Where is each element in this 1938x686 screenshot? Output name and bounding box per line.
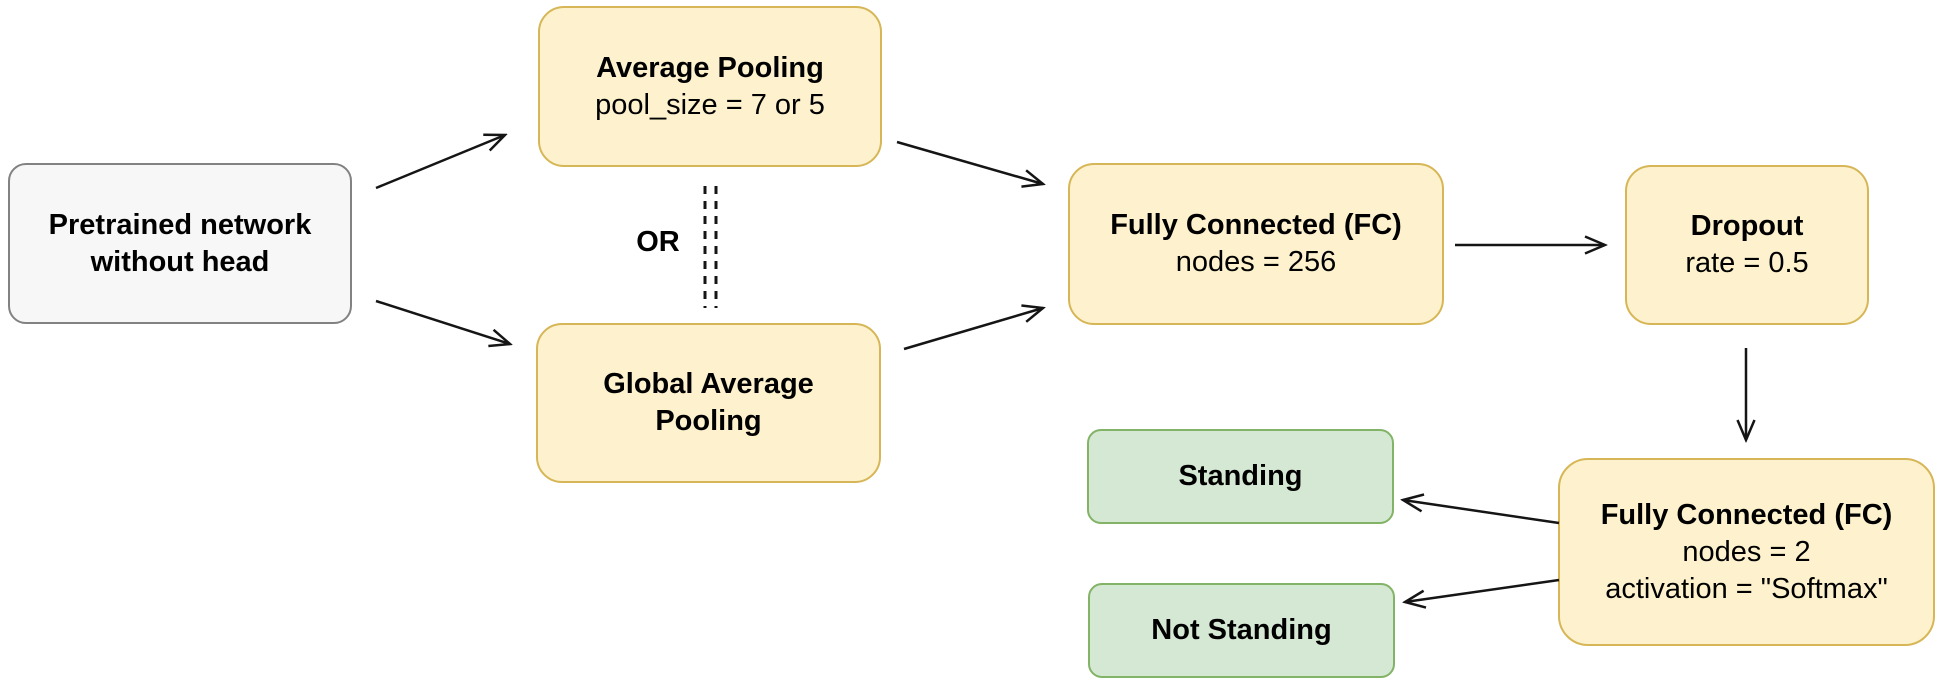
node-class-standing: Standing [1087,429,1394,524]
or-dashed-connector [703,186,718,308]
node-fully-connected-256-label: Fully Connected (FC) [1110,209,1402,241]
arrow-pretrained-to-global-average-pooling [375,299,510,344]
arrow-pretrained-to-average-pooling [375,135,505,190]
node-dropout: Dropout rate = 0.5 [1625,165,1869,325]
arrow-fc2-to-standing [1403,500,1560,525]
arrow-average-pooling-to-fc256 [896,140,1043,184]
node-dropout-label: Dropout [1690,210,1804,242]
node-fully-connected-256: Fully Connected (FC) nodes = 256 [1068,163,1444,325]
node-average-pooling-label: Average Pooling [596,51,824,84]
arrow-fc2-to-not-standing [1405,578,1560,602]
node-pretrained-network: Pretrained network without head [8,163,352,324]
node-fully-connected-2: Fully Connected (FC) nodes = 2 activatio… [1558,458,1935,646]
node-fully-connected-2-label: Fully Connected (FC) [1600,498,1893,531]
node-class-not-standing: Not Standing [1088,583,1395,678]
arrow-global-average-pooling-to-fc256 [903,308,1043,351]
node-average-pooling: Average Pooling pool_size = 7 or 5 [538,6,882,167]
node-class-standing-label: Standing [1178,460,1303,492]
node-class-not-standing-label: Not Standing [1151,614,1332,646]
node-pretrained-network-label: Pretrained network without head [48,208,312,278]
node-average-pooling-params: pool_size = 7 or 5 [595,88,825,121]
node-fully-connected-256-params: nodes = 256 [1175,246,1337,278]
node-global-average-pooling-label: Global Average Pooling [603,368,814,437]
node-fully-connected-2-params: nodes = 2 activation = "Softmax" [1605,535,1888,605]
node-global-average-pooling: Global Average Pooling [536,323,881,483]
node-dropout-params: rate = 0.5 [1685,247,1809,279]
or-connector-label: OR [636,226,680,258]
